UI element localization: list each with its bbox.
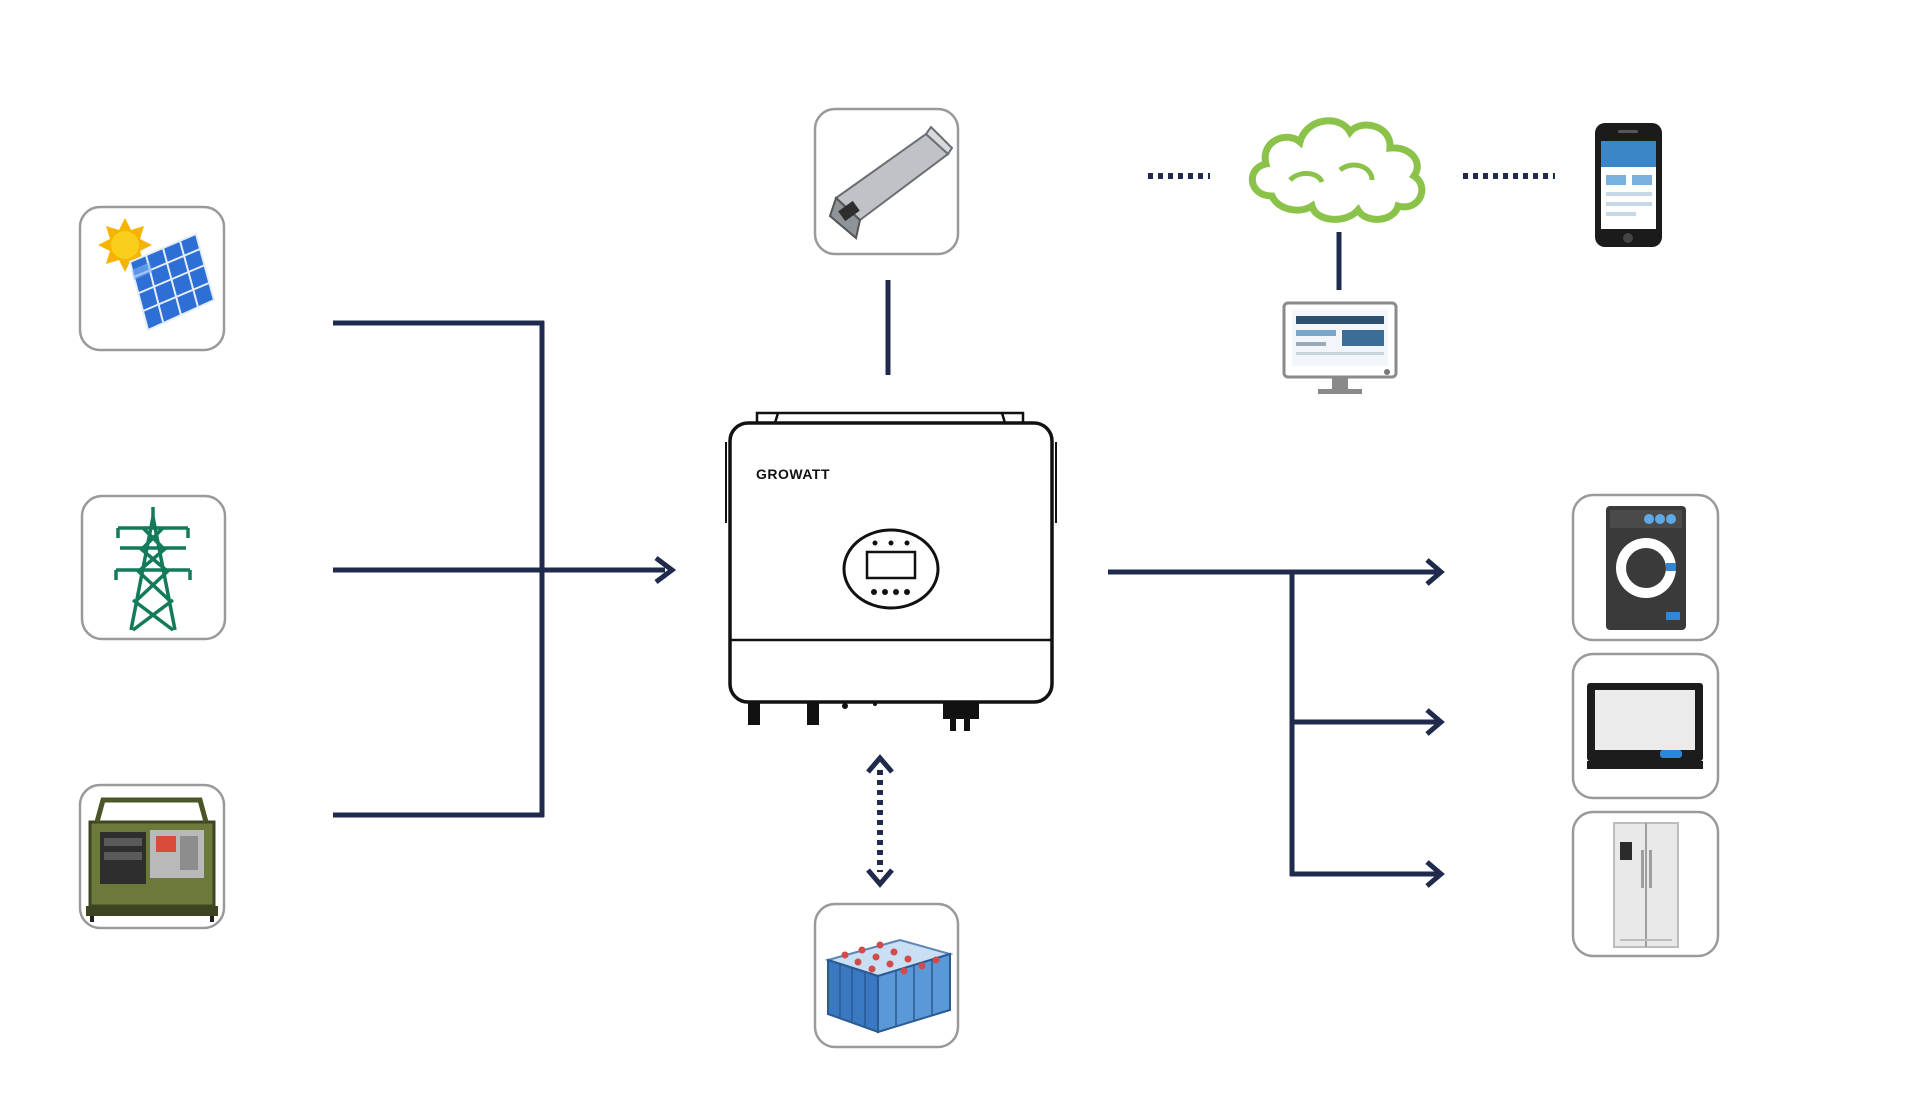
inverter: GROWATT bbox=[725, 411, 1057, 731]
power-grid-tower-icon bbox=[114, 507, 192, 632]
battery-arrow-up bbox=[866, 754, 894, 774]
battery-pack-tile bbox=[813, 902, 960, 1049]
refrigerator-icon bbox=[1613, 822, 1679, 948]
generator-tile bbox=[78, 783, 226, 930]
wifi-stick-icon bbox=[828, 125, 954, 240]
tv-icon bbox=[1587, 683, 1703, 769]
cloud-icon bbox=[1248, 117, 1426, 223]
computer-monitor-icon bbox=[1282, 301, 1398, 394]
inverter-control-panel bbox=[842, 528, 940, 610]
washing-machine-tile bbox=[1571, 493, 1720, 642]
refrigerator-tile bbox=[1571, 810, 1720, 958]
battery-pack-icon bbox=[824, 938, 954, 1034]
washing-machine-icon bbox=[1606, 506, 1686, 630]
output-connector bbox=[1108, 558, 1445, 888]
tv-tile bbox=[1571, 652, 1720, 800]
inverter-brand-label: GROWATT bbox=[756, 466, 830, 482]
battery-arrow-down bbox=[866, 868, 894, 888]
inverter-bottom-ports bbox=[748, 702, 979, 731]
input-connector bbox=[333, 320, 677, 818]
solar-panel-icon bbox=[98, 218, 216, 332]
wifi-stick-tile bbox=[813, 107, 960, 256]
smartphone-icon bbox=[1595, 123, 1662, 247]
solar-panel-tile bbox=[78, 205, 226, 352]
generator-icon bbox=[86, 797, 218, 922]
power-grid-tile bbox=[80, 494, 227, 641]
